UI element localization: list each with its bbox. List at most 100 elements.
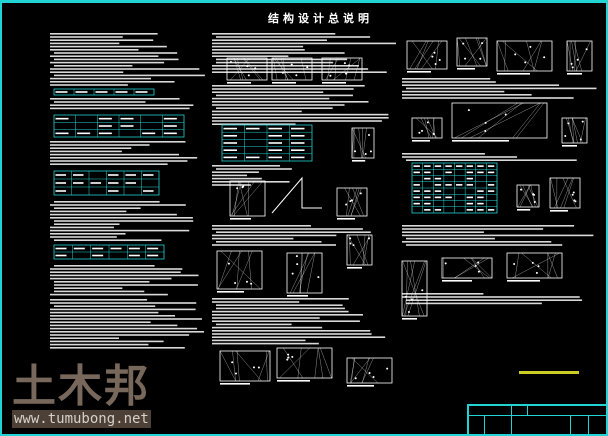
hatch-line [351, 357, 379, 384]
detail-label [220, 383, 250, 385]
table-cell-text [120, 125, 134, 127]
hatch-line [566, 40, 573, 72]
table-cell-text [487, 209, 495, 211]
hatch-line [405, 260, 408, 317]
detail-label [562, 145, 577, 147]
hatch-line [350, 187, 362, 217]
rebar-dot [484, 130, 487, 133]
table-cell-text [424, 165, 431, 167]
rebar-dot [227, 262, 230, 265]
text-line [212, 113, 389, 116]
text-line [50, 331, 205, 333]
text-line [212, 104, 345, 106]
hatch-line [521, 252, 552, 279]
hatch-line [526, 40, 535, 72]
hatch-line [560, 177, 573, 209]
detail-label [352, 160, 366, 162]
hatch-line [318, 347, 324, 379]
text-line [54, 65, 133, 67]
text-line [54, 223, 120, 225]
text-line [50, 311, 159, 314]
hatch-line [514, 252, 520, 279]
text-line [402, 153, 485, 155]
text-line [212, 342, 319, 345]
title-block-cell [588, 415, 606, 434]
text-line [54, 52, 178, 54]
text-line [212, 177, 262, 180]
rebar-dot [252, 366, 255, 369]
hatch-line [362, 234, 366, 266]
table-cell-text [434, 209, 442, 211]
text-line [212, 301, 300, 303]
table-cell-text [466, 165, 473, 167]
hatch-line [517, 184, 531, 208]
text-line [50, 104, 194, 106]
table-cell-text [120, 117, 134, 120]
hatch-line [504, 40, 507, 72]
rebar-dot [290, 63, 293, 66]
table-cell-text [55, 117, 69, 120]
hatch-line [411, 40, 433, 70]
hatch-line [410, 260, 420, 317]
hatch-line [327, 57, 331, 81]
rebar-dot [295, 74, 298, 77]
rebar-dot [444, 262, 447, 265]
hatch-line [279, 347, 310, 379]
table-cell-text [413, 165, 420, 167]
rebar-dot [464, 57, 467, 60]
detail-label [407, 71, 431, 73]
table-cell-text [92, 254, 104, 257]
text-line [212, 97, 330, 100]
rebar-dot [291, 355, 294, 358]
hatch-line [265, 350, 268, 382]
text-line [50, 42, 120, 45]
detail-label [442, 280, 472, 282]
detail-outline [411, 117, 443, 139]
table-cell-text [90, 182, 101, 184]
hatch-line [346, 187, 350, 217]
table-cell-text [143, 190, 154, 192]
rebar-dot [245, 280, 248, 283]
table-cell-text [55, 190, 66, 192]
hatch-line [426, 117, 437, 139]
hatch-line [242, 57, 261, 81]
hatch-line [572, 117, 578, 144]
hatch-line [276, 57, 289, 81]
text-line [54, 58, 179, 61]
table-cell-text [413, 171, 420, 174]
text-line [216, 307, 345, 310]
rebar-dot [531, 261, 534, 264]
detail-label [507, 280, 540, 282]
hatch-line [475, 37, 487, 67]
table-cell-text [424, 190, 431, 192]
text-line [212, 88, 354, 90]
text-line [212, 298, 349, 300]
detail-outline [346, 234, 373, 266]
rebar-dot [349, 200, 352, 203]
rebar-dot [573, 199, 576, 202]
rebar-dot [247, 74, 250, 77]
text-line [212, 39, 327, 41]
hatch-line [219, 350, 236, 382]
text-line [50, 210, 127, 213]
rebar-dot [229, 60, 232, 63]
table-cell-text [466, 209, 473, 211]
hatch-line [478, 102, 522, 139]
text-line [54, 201, 160, 203]
text-line [212, 326, 323, 329]
hatch-line [562, 177, 577, 209]
table-cell-text [128, 254, 140, 257]
hatch-line [352, 187, 364, 217]
table-cell-text [434, 190, 442, 192]
text-line [50, 107, 190, 110]
hatch-line [220, 250, 261, 290]
rebar-dot [567, 122, 570, 125]
rebar-dot [543, 56, 546, 59]
text-line [402, 234, 594, 237]
text-line [54, 287, 123, 289]
table-cell-text [413, 202, 420, 205]
text-line [50, 340, 164, 343]
text-line [50, 229, 190, 232]
text-line [212, 181, 290, 183]
text-line [54, 220, 194, 222]
